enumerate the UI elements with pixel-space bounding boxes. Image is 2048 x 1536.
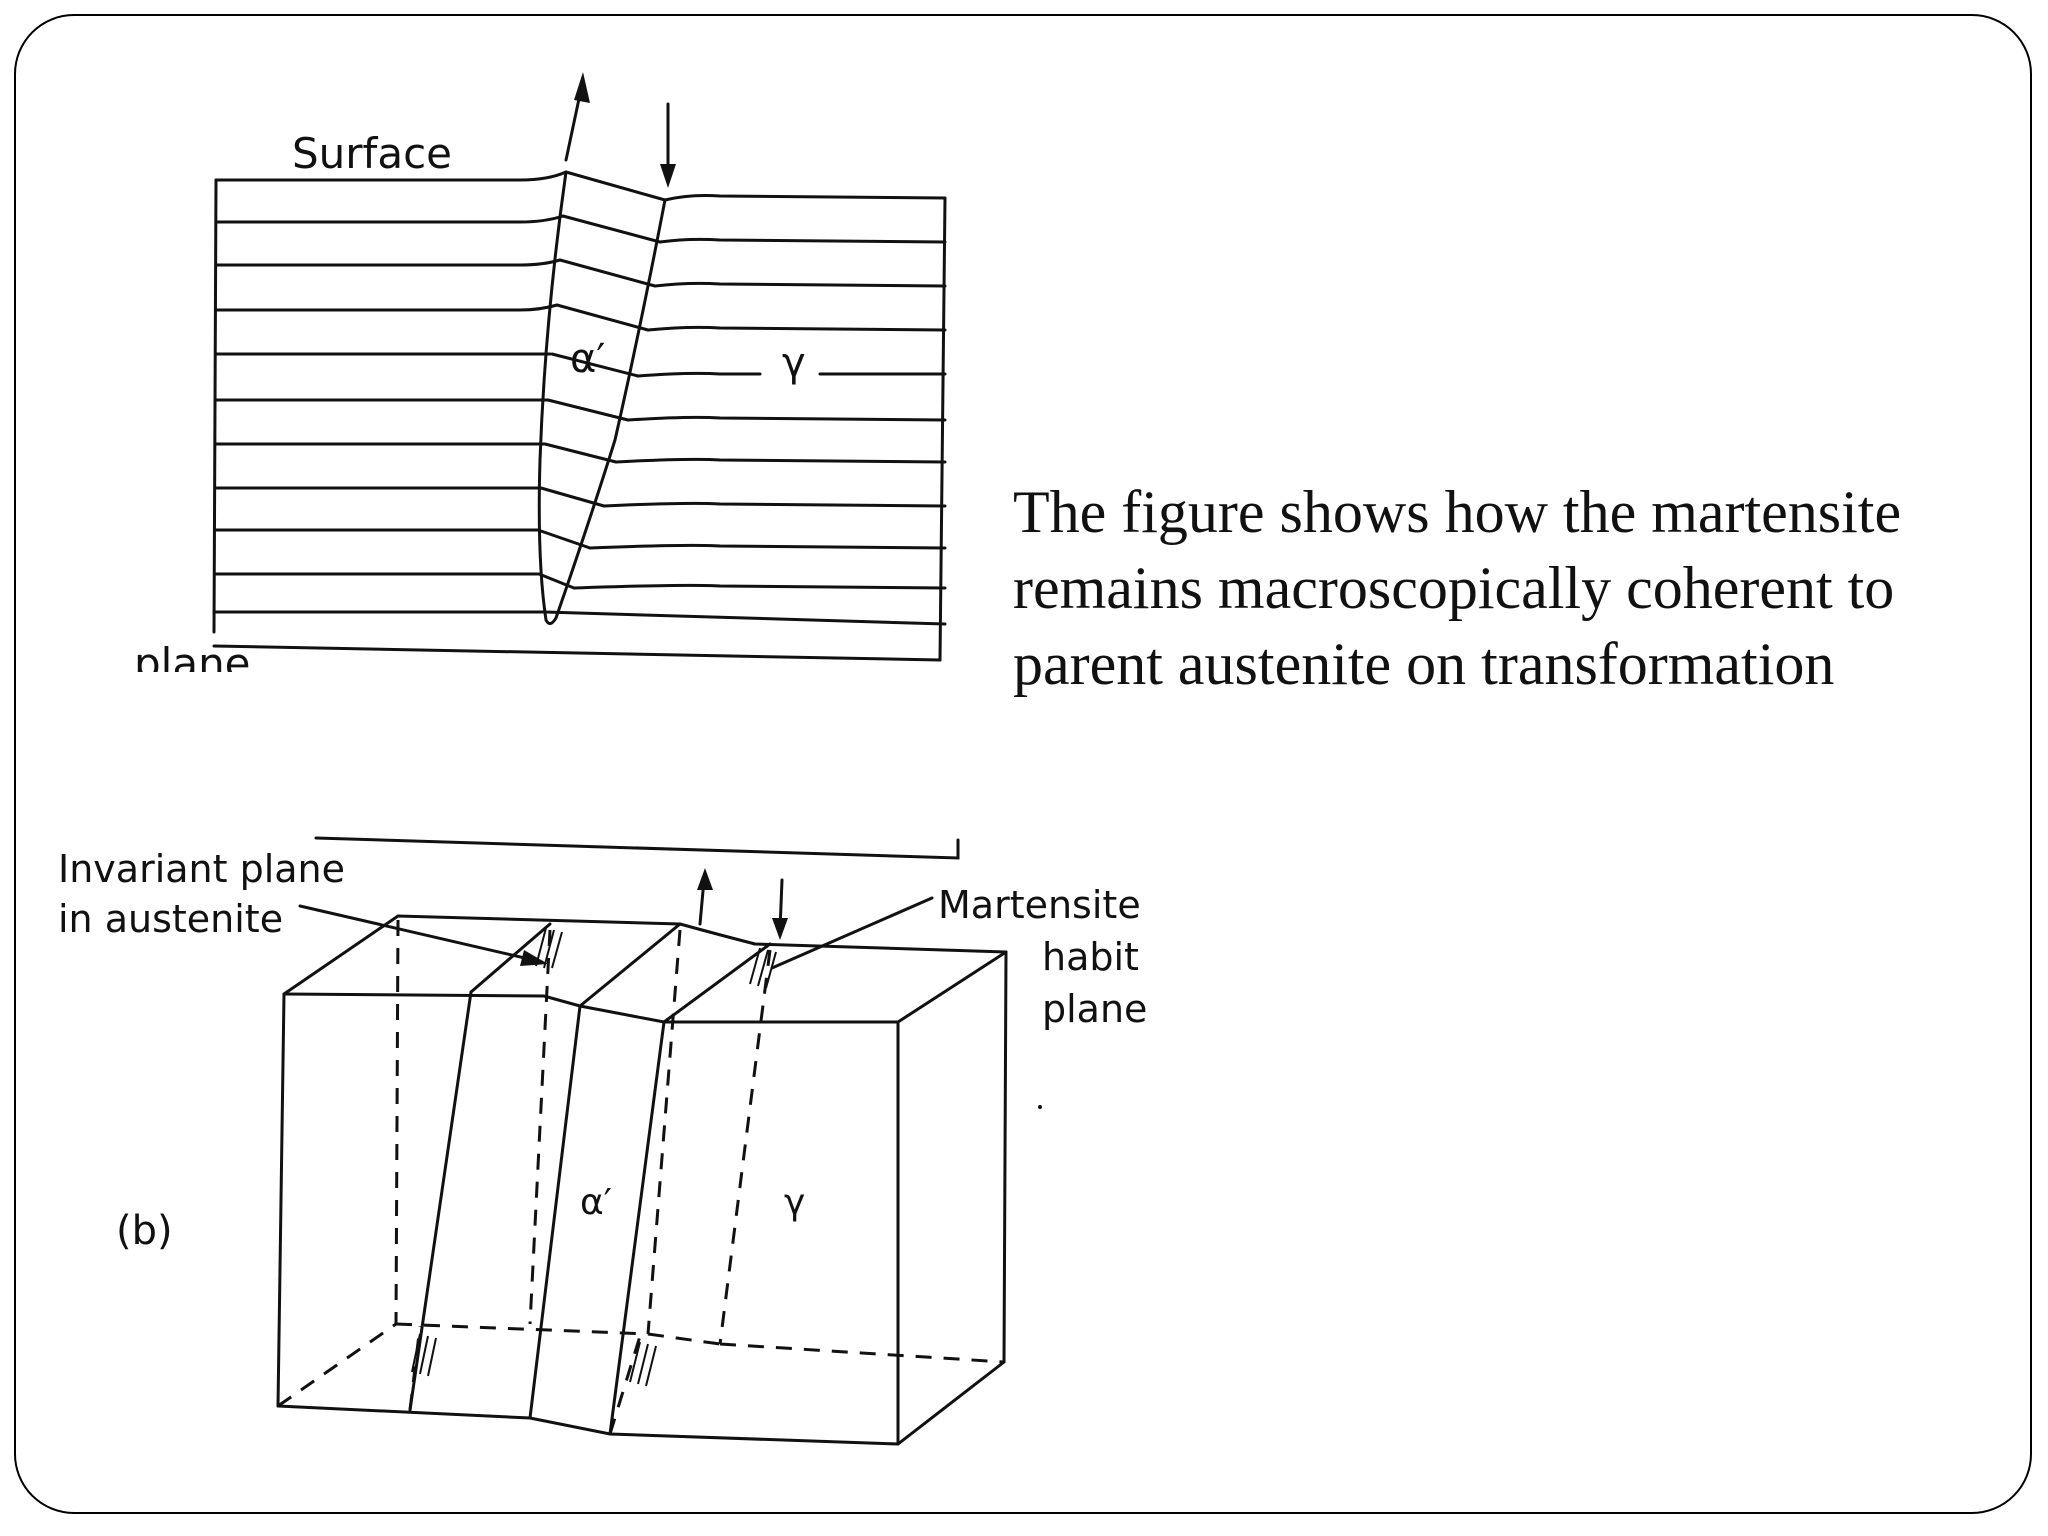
gamma-label-a: γ [782,340,806,386]
hatch-marks [411,927,777,1387]
panel-b-label: (b) [116,1208,173,1254]
caption-line-2: remains macroscopically coherent to [1013,555,1895,621]
invariant-plane-label-1: Invariant plane [58,847,345,891]
invariant-plane-label-2: in austenite [58,897,283,941]
martensite-habit-label-2: habit [1042,935,1139,979]
martensite-habit-label-1: Martensite [938,883,1141,927]
caption-line-3: parent austenite on transformation [1013,631,1835,697]
caption-line-1: The figure shows how the martensite [1013,479,1902,545]
surface-label: Surface [292,129,452,178]
alpha-prime-label-b: α′ [580,1182,612,1223]
slide-caption: The figure shows how the martensite rema… [1013,474,2003,702]
plane-label-cropped: plane [134,639,251,688]
figure-b-habit-plane-block [276,836,1042,1446]
figure-a-surface-relief [212,72,947,662]
plane-label-clip: plane [134,639,251,688]
gamma-label-b: γ [784,1182,805,1223]
alpha-prime-label-a: α′ [570,336,605,382]
martensite-habit-label-3: plane [1042,987,1147,1031]
